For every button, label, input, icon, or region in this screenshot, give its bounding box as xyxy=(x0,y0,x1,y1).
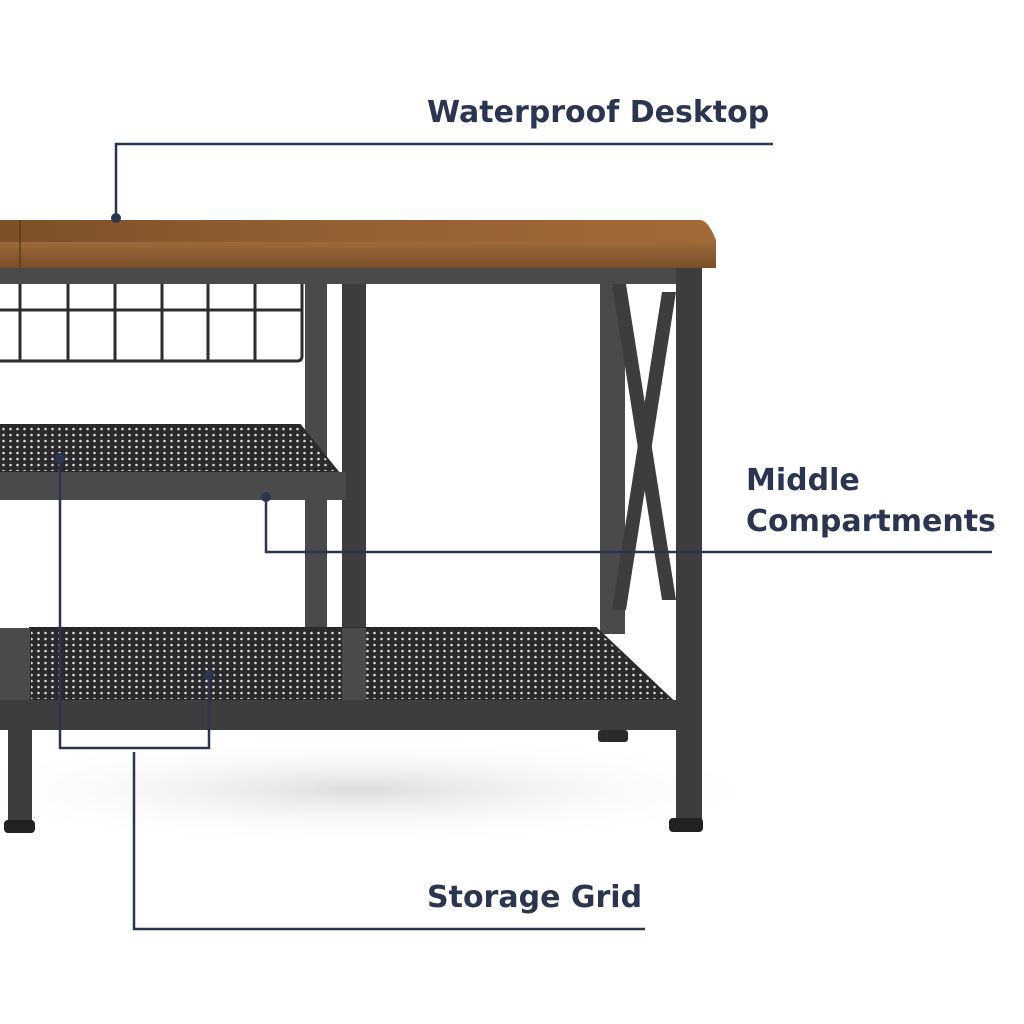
tabletop xyxy=(0,220,716,268)
left-leg xyxy=(8,730,32,825)
bottom-shelf xyxy=(0,627,702,730)
wire-basket xyxy=(0,284,304,363)
foot xyxy=(598,730,628,742)
callout-waterproof-desktop: Waterproof Desktop xyxy=(111,95,773,223)
label-storage-grid: Storage Grid xyxy=(427,880,642,915)
foot xyxy=(669,818,703,832)
label-middle: Middle xyxy=(746,463,860,498)
callout-storage-grid: Storage Grid xyxy=(55,453,645,931)
foot xyxy=(4,820,35,833)
label-compartments: Compartments xyxy=(746,504,996,539)
floor-shadow xyxy=(0,735,780,845)
top-rail xyxy=(0,268,702,284)
label-waterproof-desktop: Waterproof Desktop xyxy=(427,95,769,130)
callout-middle-compartments: Middle Compartments xyxy=(261,463,996,554)
middle-shelf xyxy=(0,424,346,500)
